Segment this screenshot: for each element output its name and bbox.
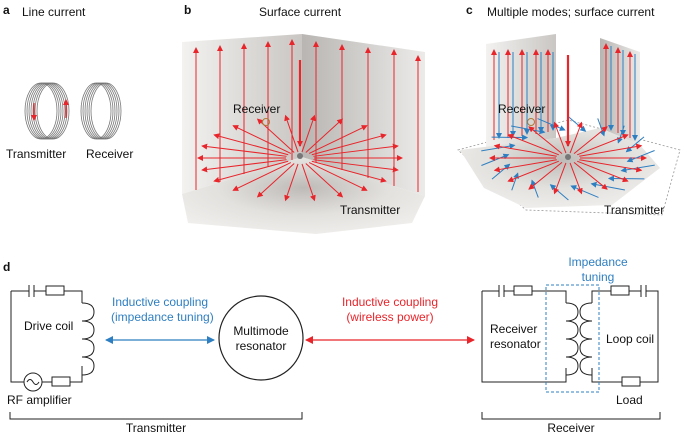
panel-d-letter: d bbox=[3, 260, 10, 274]
floor-arrow bbox=[313, 159, 399, 173]
floor-arrow bbox=[313, 143, 399, 157]
mode-floor-arrow bbox=[537, 118, 566, 131]
mode-floor-arrow bbox=[590, 181, 625, 191]
mode-floor-arrow bbox=[573, 126, 608, 155]
loop-coil-label: Loop coil bbox=[606, 332, 654, 346]
floor-arrow bbox=[305, 163, 344, 198]
mode-floor-arrow bbox=[511, 172, 519, 191]
mode-floor-arrow bbox=[553, 162, 567, 195]
resonator-line1: Multimode bbox=[233, 324, 289, 338]
receiver-circuit bbox=[481, 285, 659, 387]
transmitter-bracket-label: Transmitter bbox=[126, 421, 186, 435]
panel-b-transmitter-label: Transmitter bbox=[340, 203, 400, 217]
panel-c-receiver-label: Receiver bbox=[498, 102, 545, 116]
multimode-current-arrows bbox=[481, 43, 655, 201]
floor-arrow bbox=[201, 143, 287, 157]
mode-floor-arrow bbox=[493, 143, 557, 157]
drive-coil-label: Drive coil bbox=[24, 319, 73, 333]
drive-circuit bbox=[10, 285, 95, 392]
mode-floor-arrow bbox=[493, 159, 557, 173]
coupling-left-line1: Inductive coupling bbox=[112, 295, 208, 309]
floor-arrow bbox=[232, 125, 292, 154]
panel-a-receiver-label: Receiver bbox=[86, 147, 133, 161]
rf-amplifier-label: RF amplifier bbox=[7, 393, 72, 407]
mode-floor-arrow bbox=[570, 185, 599, 198]
mode-floor-arrow bbox=[553, 121, 567, 154]
mode-floor-arrow bbox=[507, 133, 559, 156]
impedance-tuning-box bbox=[545, 284, 600, 393]
floor-arrow bbox=[308, 125, 368, 154]
coupling-left-line2: (impedance tuning) bbox=[111, 310, 214, 324]
impedance-line2: tuning bbox=[582, 270, 615, 284]
receiver-coil-icon-modes bbox=[527, 118, 535, 126]
floor-current-arrows bbox=[197, 114, 403, 202]
mode-floor-arrow bbox=[511, 125, 546, 135]
panel-b-receiver-label: Receiver bbox=[233, 102, 280, 116]
mode-floor-arrow bbox=[573, 161, 608, 190]
panel-b-letter: b bbox=[184, 3, 191, 17]
mode-floor-arrow bbox=[507, 160, 559, 183]
central-feed-point bbox=[297, 153, 303, 159]
mode-floor-arrow bbox=[626, 150, 655, 163]
panel-c-title: Multiple modes; surface current bbox=[487, 5, 655, 19]
multimode-resonator bbox=[218, 295, 304, 381]
panel-a-transmitter-label: Transmitter bbox=[6, 147, 66, 161]
floor-arrow bbox=[305, 118, 344, 153]
floor-arrow bbox=[213, 160, 289, 183]
mode-floor-arrow bbox=[625, 136, 645, 153]
floor-arrow bbox=[232, 162, 292, 191]
mode-floor-arrow bbox=[528, 161, 563, 190]
mode-floor-arrow bbox=[617, 125, 625, 144]
floor-arrow bbox=[213, 133, 289, 156]
mode-floor-arrow bbox=[577, 133, 629, 156]
floor-arrow bbox=[311, 160, 387, 183]
mode-floor-arrow bbox=[579, 159, 643, 173]
central-feed-point-modes bbox=[565, 154, 571, 160]
panel-c-transmitter-label: Transmitter bbox=[604, 203, 664, 217]
panel-a-title: Line current bbox=[22, 5, 86, 19]
mode-floor-arrow bbox=[549, 184, 569, 201]
floor-arrow bbox=[256, 163, 295, 198]
coupling-right-line1: Inductive coupling bbox=[342, 295, 438, 309]
impedance-line1: Impedance bbox=[568, 255, 628, 269]
receiver-bracket bbox=[481, 412, 661, 420]
floor-arrow bbox=[308, 162, 368, 191]
wall-current-arrows bbox=[193, 39, 421, 192]
mode-floor-arrow bbox=[569, 162, 583, 195]
floor-arrow bbox=[301, 114, 316, 153]
panel-a-letter: a bbox=[3, 3, 10, 17]
floor-arrow bbox=[301, 163, 316, 202]
resonator-line2: resonator bbox=[236, 339, 287, 353]
mode-floor-arrow bbox=[530, 179, 539, 198]
coupling-right-line2: (wireless power) bbox=[346, 310, 433, 324]
receiver-bracket-label: Receiver bbox=[547, 421, 594, 435]
panel-b-title: Surface current bbox=[259, 5, 342, 19]
panel-c-letter: c bbox=[466, 3, 473, 17]
floor-arrow bbox=[201, 159, 287, 173]
load-label: Load bbox=[616, 393, 643, 407]
receiver-resonator-line2: resonator bbox=[490, 337, 541, 351]
mode-floor-arrow bbox=[567, 115, 587, 132]
receiver-coil bbox=[80, 82, 122, 140]
transmitter-bracket bbox=[9, 412, 303, 420]
floor-arrow bbox=[311, 133, 387, 156]
mode-floor-arrow bbox=[577, 160, 629, 183]
floor-arrow bbox=[284, 163, 299, 202]
receiver-resonator-line1: Receiver bbox=[490, 322, 537, 336]
mode-floor-arrow bbox=[579, 143, 643, 157]
mode-floor-arrow bbox=[491, 163, 511, 180]
receiver-coil-icon bbox=[262, 118, 270, 126]
mode-floor-arrow bbox=[597, 118, 606, 137]
transmitter-coil bbox=[24, 82, 70, 140]
floor-arrow bbox=[284, 114, 299, 153]
mode-floor-arrow bbox=[569, 121, 583, 154]
mode-floor-arrow bbox=[528, 126, 563, 155]
